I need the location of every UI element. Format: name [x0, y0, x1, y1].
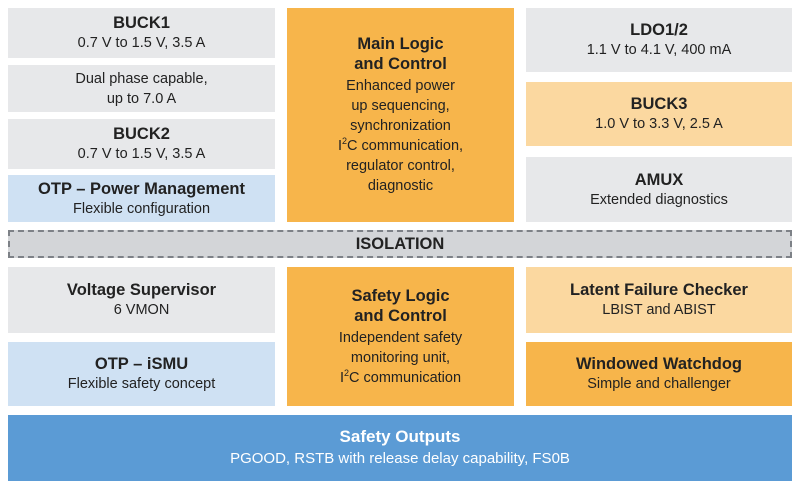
- main-logic-title-line1: Main Logic: [357, 35, 444, 53]
- amux-desc: Extended diagnostics: [590, 191, 728, 208]
- otp-ismu-desc: Flexible safety concept: [67, 376, 216, 392]
- isolation-bar: ISOLATION: [8, 230, 792, 258]
- buck3-block: BUCK3 1.0 V to 3.3 V, 2.5 A: [526, 82, 792, 146]
- isolation-label: ISOLATION: [355, 234, 445, 253]
- otp-power-management-block: OTP – Power Management Flexible configur…: [8, 175, 275, 222]
- dual-phase-line2: up to 7.0 A: [106, 90, 177, 107]
- main-logic-line: regulator control,: [346, 158, 455, 174]
- buck1-block: BUCK1 0.7 V to 1.5 V, 3.5 A: [8, 8, 275, 58]
- otp-ismu-block: OTP – iSMU Flexible safety concept: [8, 342, 275, 406]
- i2c-superscript: 2: [344, 367, 350, 378]
- safety-outputs-desc: PGOOD, RSTB with release delay capabilit…: [230, 450, 570, 467]
- latent-failure-checker-title: Latent Failure Checker: [570, 281, 748, 299]
- main-logic-line: up sequencing,: [351, 98, 450, 114]
- i2c-prefix: I: [339, 369, 344, 386]
- voltage-supervisor-desc: 6 VMON: [113, 302, 170, 318]
- ldo-block: LDO1/2 1.1 V to 4.1 V, 400 mA: [526, 8, 792, 72]
- safety-logic-title-line2: and Control: [354, 306, 447, 325]
- otp-ismu-title: OTP – iSMU: [94, 355, 189, 373]
- otp-power-management-title: OTP – Power Management: [38, 179, 245, 198]
- main-logic-block: Main Logic and Control Enhanced power up…: [287, 8, 514, 222]
- main-logic-line: Enhanced power: [346, 78, 455, 94]
- buck3-spec: 1.0 V to 3.3 V, 2.5 A: [595, 116, 723, 132]
- safety-logic-title-line1: Safety Logic: [351, 286, 450, 305]
- safety-outputs-block: Safety Outputs PGOOD, RSTB with release …: [8, 415, 792, 481]
- i2c-suffix: C communication,: [347, 138, 464, 154]
- otp-power-management-desc: Flexible configuration: [72, 200, 211, 217]
- buck2-title: BUCK2: [113, 125, 170, 143]
- i2c-suffix: C communication: [349, 369, 462, 386]
- voltage-supervisor-block: Voltage Supervisor 6 VMON: [8, 267, 275, 333]
- ldo-title: LDO1/2: [630, 21, 688, 39]
- latent-failure-checker-desc: LBIST and ABIST: [602, 302, 716, 318]
- windowed-watchdog-title: Windowed Watchdog: [575, 355, 743, 373]
- safety-outputs-title: Safety Outputs: [339, 427, 461, 446]
- buck2-spec: 0.7 V to 1.5 V, 3.5 A: [77, 146, 206, 162]
- buck1-title: BUCK1: [113, 14, 170, 32]
- buck1-spec: 0.7 V to 1.5 V, 3.5 A: [77, 35, 206, 51]
- safety-logic-i2c-line: I2C communication: [340, 368, 461, 388]
- windowed-watchdog-desc: Simple and challenger: [587, 376, 731, 392]
- amux-title: AMUX: [634, 170, 684, 189]
- buck3-title: BUCK3: [630, 95, 688, 113]
- safety-logic-block: Safety Logic and Control Independent saf…: [287, 267, 514, 406]
- latent-failure-checker-block: Latent Failure Checker LBIST and ABIST: [526, 267, 792, 333]
- amux-block: AMUX Extended diagnostics: [526, 157, 792, 222]
- safety-logic-line: monitoring unit,: [350, 349, 451, 366]
- i2c-superscript: 2: [341, 136, 347, 147]
- main-logic-line: synchronization: [350, 118, 451, 134]
- dual-phase-block: Dual phase capable, up to 7.0 A: [8, 65, 275, 112]
- buck2-block: BUCK2 0.7 V to 1.5 V, 3.5 A: [8, 119, 275, 169]
- voltage-supervisor-title: Voltage Supervisor: [66, 281, 217, 299]
- main-logic-title-line2: and Control: [354, 55, 447, 73]
- main-logic-i2c-line: I2C communication,: [338, 136, 463, 156]
- ldo-spec: 1.1 V to 4.1 V, 400 mA: [586, 42, 732, 58]
- windowed-watchdog-block: Windowed Watchdog Simple and challenger: [526, 342, 792, 406]
- dual-phase-line1: Dual phase capable,: [75, 70, 208, 87]
- i2c-prefix: I: [337, 138, 342, 154]
- main-logic-line: diagnostic: [367, 178, 434, 194]
- safety-logic-line: Independent safety: [338, 329, 463, 346]
